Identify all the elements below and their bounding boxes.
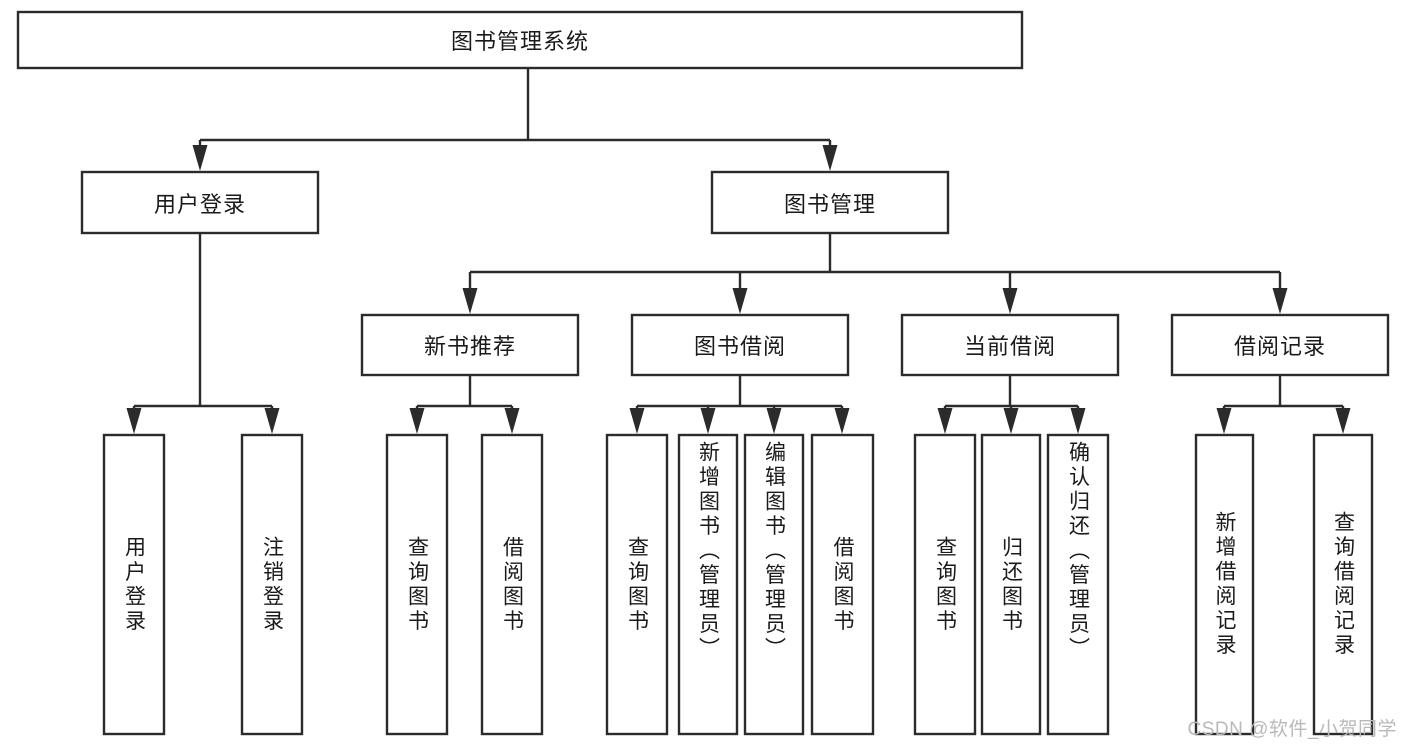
- connector-bookmgmt-to-level3: [462, 233, 1288, 314]
- arrow-head-icon: [264, 408, 280, 434]
- level3-node-box[interactable]: [360, 313, 580, 377]
- arrow-head-icon: [1070, 408, 1086, 434]
- level2-node-box[interactable]: [710, 170, 950, 235]
- arrow-head-icon: [1272, 288, 1288, 314]
- connector-records-to-leaves: [1216, 375, 1351, 434]
- arrow-head-icon: [1216, 408, 1232, 434]
- connector-borrow-to-leaves: [629, 375, 850, 434]
- leaf-node-box[interactable]: [677, 433, 739, 736]
- boxes-layer: [16, 10, 1390, 736]
- connectors-layer: [126, 68, 1351, 434]
- connector-newbook-to-leaves: [409, 375, 520, 434]
- arrow-head-icon: [700, 408, 716, 434]
- arrow-head-icon: [409, 408, 425, 434]
- arrow-head-icon: [732, 288, 748, 314]
- arrow-head-icon: [192, 145, 208, 171]
- connector-current-to-leaves: [937, 375, 1086, 434]
- arrow-head-icon: [766, 408, 782, 434]
- level2-node-box[interactable]: [80, 170, 320, 235]
- arrow-head-icon: [629, 408, 645, 434]
- arrow-head-icon: [1335, 408, 1351, 434]
- leaf-node-box[interactable]: [913, 433, 977, 736]
- leaf-node-box[interactable]: [1194, 433, 1255, 736]
- root-node-box[interactable]: [16, 10, 1024, 70]
- arrow-head-icon: [504, 408, 520, 434]
- leaf-node-box[interactable]: [240, 433, 304, 736]
- leaf-node-box[interactable]: [743, 433, 805, 736]
- arrow-head-icon: [937, 408, 953, 434]
- leaf-node-box[interactable]: [1046, 433, 1110, 736]
- leaf-node-box[interactable]: [1312, 433, 1374, 736]
- level3-node-box[interactable]: [630, 313, 850, 377]
- leaf-node-box[interactable]: [810, 433, 875, 736]
- leaf-node-box[interactable]: [385, 433, 449, 736]
- leaf-node-box[interactable]: [102, 433, 166, 736]
- connector-userlogin-to-leaves: [126, 233, 280, 434]
- arrow-head-icon: [822, 145, 838, 171]
- arrow-head-icon: [1003, 408, 1019, 434]
- leaf-node-box[interactable]: [980, 433, 1042, 736]
- arrow-head-icon: [1002, 288, 1018, 314]
- level3-node-box[interactable]: [1170, 313, 1390, 377]
- arrow-head-icon: [834, 408, 850, 434]
- arrow-head-icon: [126, 408, 142, 434]
- connector-root-to-level2: [192, 68, 838, 171]
- leaf-node-box[interactable]: [605, 433, 669, 736]
- leaf-node-box[interactable]: [480, 433, 544, 736]
- arrow-head-icon: [462, 288, 478, 314]
- level3-node-box[interactable]: [900, 313, 1120, 377]
